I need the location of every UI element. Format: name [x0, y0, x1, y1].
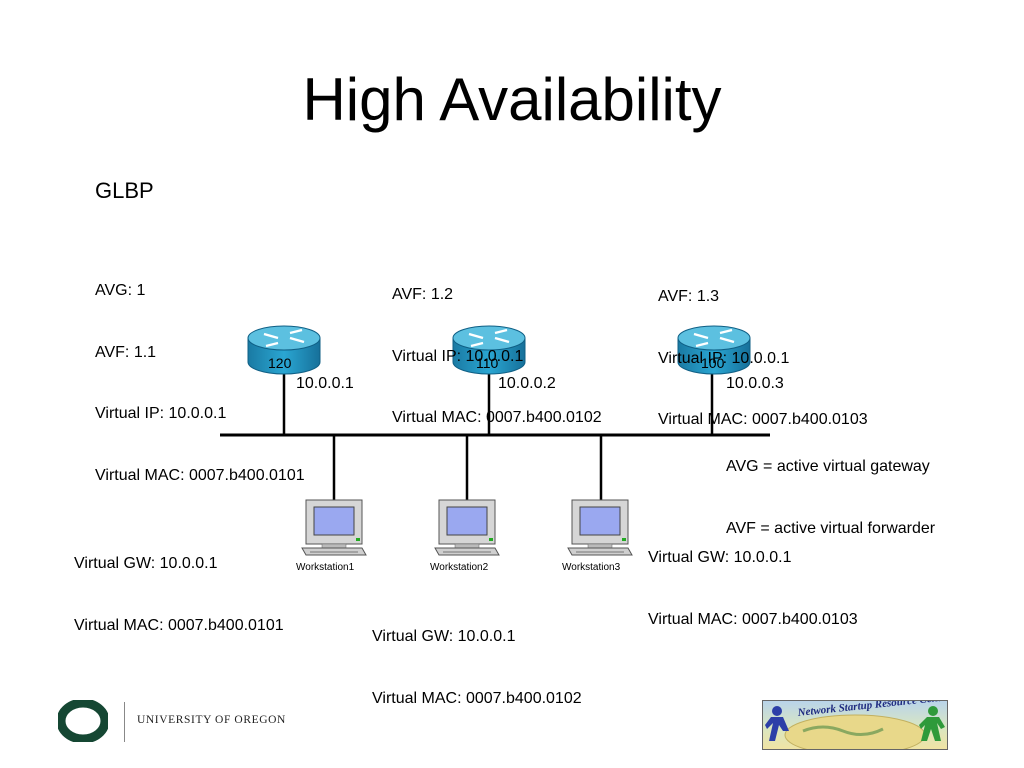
university-name: UNIVERSITY OF OREGON: [137, 714, 286, 726]
workstation-icon: [567, 499, 633, 556]
workstation1-name: Workstation1: [296, 562, 355, 573]
workstation2-info: Virtual GW: 10.0.0.1 Virtual MAC: 0007.b…: [372, 586, 582, 750]
router3-info-line: Virtual MAC: 0007.b400.0103: [658, 411, 868, 428]
slide-subtitle: GLBP: [95, 178, 154, 203]
router-icon: [452, 325, 526, 375]
workstation-icon: [434, 499, 500, 556]
router3-info-line: AVF: 1.3: [658, 288, 720, 305]
workstation2-gw: Virtual GW: 10.0.0.1: [372, 628, 516, 645]
nsrc-figures-icon: [765, 706, 945, 749]
router2-info: AVF: 1.2 Virtual IP: 10.0.0.1 Virtual MA…: [392, 244, 602, 470]
router1-info-line: Virtual MAC: 0007.b400.0101: [95, 466, 305, 484]
router1-info: AVG: 1 AVF: 1.1 Virtual IP: 10.0.0.1 Vir…: [95, 240, 305, 527]
oregon-o-logo: [58, 700, 108, 742]
router2-info-line: Virtual MAC: 0007.b400.0102: [392, 409, 602, 426]
router2-number: 110: [476, 355, 499, 371]
footer-divider: [124, 702, 125, 742]
workstation1-gw: Virtual GW: 10.0.0.1: [74, 555, 218, 572]
router2-ip: 10.0.0.2: [498, 375, 556, 392]
workstation1-mac: Virtual MAC: 0007.b400.0101: [74, 616, 284, 634]
router-icon: [677, 325, 751, 375]
workstation2-name: Workstation2: [430, 562, 489, 573]
workstation3-mac: Virtual MAC: 0007.b400.0103: [648, 610, 858, 628]
slide-title: High Availability: [302, 66, 722, 133]
router1-info-line: AVG: 1: [95, 282, 146, 299]
router3-info: AVF: 1.3 Virtual IP: 10.0.0.1 Virtual MA…: [658, 246, 868, 472]
router3-number: 100: [701, 355, 725, 371]
workstation1-info: Virtual GW: 10.0.0.1 Virtual MAC: 0007.b…: [74, 513, 284, 677]
router2-info-line: AVF: 1.2: [392, 286, 454, 303]
router2-info-line: Virtual IP: 10.0.0.1: [392, 347, 524, 365]
workstation3-gw: Virtual GW: 10.0.0.1: [648, 549, 792, 566]
workstation2-mac: Virtual MAC: 0007.b400.0102: [372, 689, 582, 707]
workstation-icon: [301, 499, 367, 556]
router1-number: 120: [268, 355, 292, 371]
router1-info-line: AVF: 1.1: [95, 343, 157, 361]
legend-avg: AVG = active virtual gateway: [726, 458, 930, 475]
nsrc-logo: Network Startup Resource Center: [762, 700, 948, 750]
router3-info-line: Virtual IP: 10.0.0.1: [658, 349, 790, 367]
router1-info-line: Virtual IP: 10.0.0.1: [95, 405, 227, 422]
router1-ip: 10.0.0.1: [296, 375, 354, 392]
router-icon: [247, 325, 321, 375]
router3-ip: 10.0.0.3: [726, 375, 784, 392]
legend: AVG = active virtual gateway AVF = activ…: [726, 416, 935, 580]
legend-avf: AVF = active virtual forwarder: [726, 519, 936, 537]
workstation3-name: Workstation3: [562, 562, 621, 573]
workstation3-info: Virtual GW: 10.0.0.1 Virtual MAC: 0007.b…: [648, 507, 858, 671]
